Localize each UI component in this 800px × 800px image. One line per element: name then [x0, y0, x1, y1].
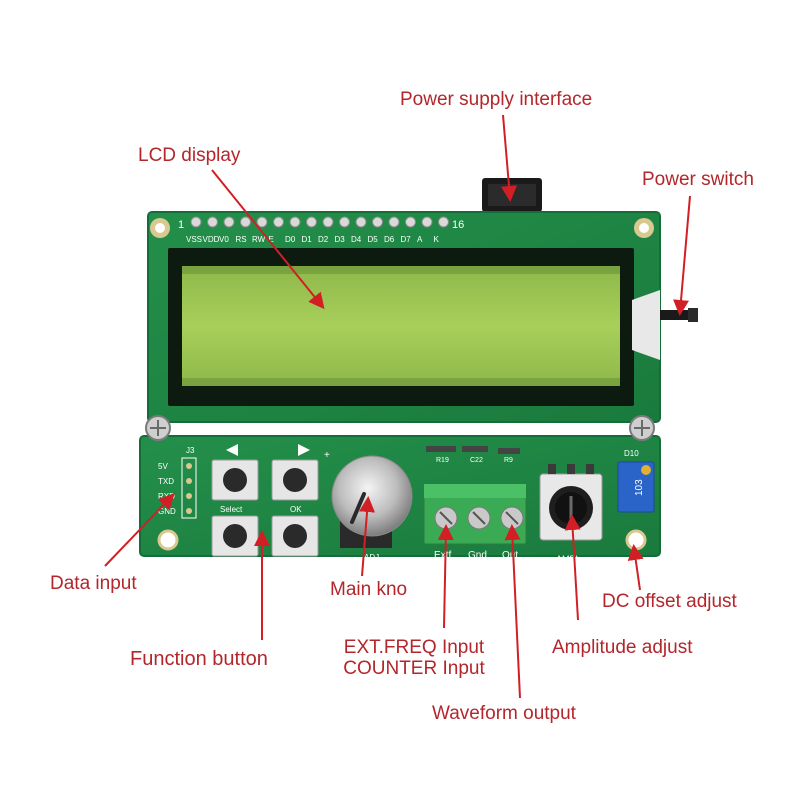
lcd-pin [355, 216, 367, 228]
button-select-label: Select [220, 505, 243, 514]
pot-label: AMPL [556, 554, 581, 564]
main-knob[interactable] [331, 455, 413, 548]
lcd-pin-label: VDD [203, 235, 220, 244]
lcd-pin [190, 216, 202, 228]
callout-main-knob: Main kno [330, 579, 408, 600]
header-pin-label: 5V [158, 462, 168, 471]
lcd-pin [405, 216, 416, 228]
arrow-power-supply [501, 114, 517, 202]
pin-label-last: 16 [452, 219, 464, 231]
arrow-lcd-display [211, 169, 325, 310]
ref-d10: D10 [624, 449, 639, 458]
power-switch[interactable] [660, 308, 698, 322]
power-jack [482, 178, 542, 212]
right-arrow-icon [298, 444, 310, 456]
arrow-main-knob [359, 496, 376, 577]
terminal-label: Extf [434, 550, 451, 561]
callout-function-button: Function button [130, 648, 268, 670]
callout-data-input: Data input [50, 573, 137, 594]
trimmer-text: 103 [634, 479, 645, 496]
button-ok-label: OK [290, 505, 302, 514]
lcd-pin-label: D1 [302, 235, 313, 244]
lcd-pin-label: D3 [335, 235, 346, 244]
header-pin-label: TXD [158, 477, 174, 486]
callout-lcd-display: LCD display [138, 145, 241, 166]
control-board: J3 5V TXD RXD GND + Select OK [139, 415, 661, 564]
callout-amplitude-adjust: Amplitude adjust [552, 637, 693, 658]
pin-label-first: 1 [178, 219, 184, 231]
terminal-block [423, 483, 527, 545]
lcd-pin [306, 216, 317, 228]
arrow-amplitude-adjust [564, 514, 581, 621]
lcd-pin-label: V0 [219, 235, 229, 244]
lcd-pin-label: E [269, 235, 274, 244]
header-pin [186, 493, 192, 499]
header-pin [186, 508, 192, 514]
callout-waveform-output: Waveform output [432, 703, 576, 724]
lcd-pin [273, 216, 284, 228]
header-pin [186, 478, 192, 484]
arrow-data-input [104, 493, 175, 567]
lcd-pin-label: D2 [318, 235, 329, 244]
ampl-pot[interactable] [539, 464, 603, 541]
lcd-pin-label: A [417, 235, 423, 244]
callout-arrows [104, 114, 691, 699]
lcd-pin-label: K [434, 235, 440, 244]
button-right-bottom[interactable] [271, 515, 319, 557]
knob-ref: ADJ [364, 553, 379, 562]
lcd-pin-label: RW [252, 235, 266, 244]
lcd-pin [421, 216, 433, 228]
terminal-label: Gnd [468, 550, 487, 561]
lcd-pin [256, 216, 268, 228]
lcd-pin [289, 216, 301, 228]
lcd-pin-label: D5 [368, 235, 379, 244]
plus-mark: + [324, 450, 330, 461]
button-left-top[interactable] [211, 459, 259, 501]
lcd-pin-label: RS [236, 235, 247, 244]
lcd-pin [372, 216, 383, 228]
lcd-pin-label: VSS [186, 235, 202, 244]
left-arrow-icon [226, 444, 238, 456]
callout-power-supply-interface: Power supply interface [400, 89, 593, 110]
lcd-pin [339, 216, 350, 228]
lcd-pin-label: D7 [401, 235, 412, 244]
callout-dc-offset-adjust: DC offset adjust [602, 591, 737, 612]
lcd-glass [182, 266, 620, 386]
header-pin-label: RXD [158, 492, 175, 501]
lcd-pin [240, 216, 251, 228]
button-left-bottom[interactable] [211, 515, 259, 557]
lcd-pin [223, 216, 235, 228]
lcd-pin-label: D4 [351, 235, 362, 244]
ref-c22: C22 [470, 457, 483, 464]
lcd-pin-label: D6 [384, 235, 395, 244]
header-ref: J3 [186, 446, 195, 455]
header-pin-label: GND [158, 507, 176, 516]
callout-ext-freq-counter: EXT.FREQ Input COUNTER Input [314, 637, 514, 680]
arrow-dc-offset [627, 544, 644, 591]
ref-r19: R19 [436, 457, 449, 464]
lcd-pin [322, 216, 334, 228]
callout-counter-input: COUNTER Input [343, 657, 485, 679]
terminal-label: Out [502, 550, 518, 561]
dc-offset-trimmer[interactable]: 103 [617, 461, 655, 513]
header-pin [186, 463, 192, 469]
callout-power-switch: Power switch [642, 169, 754, 190]
callout-ext-freq-input: EXT.FREQ Input [343, 637, 485, 658]
ref-r9: R9 [504, 457, 513, 464]
lcd-pin [388, 216, 400, 228]
lcd-pin [438, 216, 449, 228]
button-right-top[interactable] [271, 459, 319, 501]
arrow-waveform-output [504, 524, 521, 699]
arrow-ext-freq [437, 524, 454, 629]
arrow-power-switch [673, 195, 691, 316]
lcd-pin-label: D0 [285, 235, 296, 244]
lcd-pin [207, 216, 218, 228]
